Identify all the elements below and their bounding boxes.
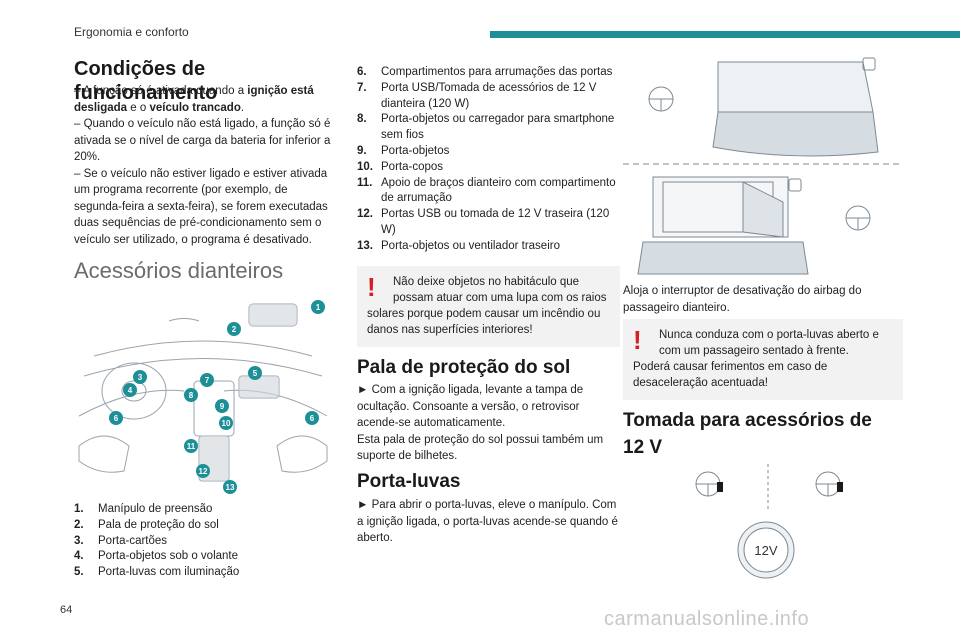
callout-2-label: 2 — [232, 325, 237, 334]
cond-p1-start: – A função só é ativada quando a — [74, 85, 248, 97]
cockpit-diagram: 1 2 3 4 5 6 7 8 9 10 11 12 13 6 — [78, 300, 328, 494]
callout-4 — [123, 383, 137, 397]
cond-p2: – Quando o veículo não está ligado, a fu… — [74, 118, 331, 163]
list-item: 10.Porta-copos — [357, 160, 444, 173]
warning-lens-rest: solares porque podem causar um incêndio … — [367, 308, 601, 336]
list-item: 7.Porta USB/Tomada de acessórios de 12 V… — [357, 81, 597, 110]
sun-visor-p1: ► Com a ignição ligada, levante a tampa … — [357, 384, 584, 429]
page-number: 64 — [60, 604, 73, 616]
cond-p1-mid: e o — [127, 101, 150, 114]
callout-12-label: 12 — [199, 467, 208, 476]
cond-p1-bold2: veículo trancado — [149, 101, 241, 114]
callout-6-right — [305, 411, 319, 425]
list-item: 2.Pala de proteção do sol — [74, 518, 219, 531]
list-item: 1.Manípulo de preensão — [74, 503, 213, 515]
cond-p1-end: . — [240, 101, 245, 114]
callout-5 — [248, 366, 262, 380]
list-item: 9.Porta-objetos — [357, 144, 450, 157]
sun-visor-p2: Esta pala de proteção do sol possui tamb… — [357, 433, 604, 463]
callout-11 — [184, 439, 198, 453]
header-accent-bar — [490, 31, 960, 38]
warning-glovebox-rest: Poderá causar ferimentos em caso de desa… — [633, 361, 828, 389]
callout-9-label: 9 — [220, 402, 225, 411]
callout-7-label: 7 — [205, 376, 210, 385]
watermark: carmanualsonline.info — [604, 608, 810, 630]
callout-1 — [311, 300, 325, 314]
cond-p3: – Se o veículo não estiver ligado e esti… — [74, 167, 328, 246]
callout-11-label: 11 — [187, 442, 196, 451]
socket-marker-right — [837, 482, 843, 492]
callout-8 — [184, 388, 198, 402]
callout-12 — [196, 464, 210, 478]
list-item: 3.Porta-cartões — [74, 534, 168, 547]
section-title-conditions: Condições de funcionamento — [74, 58, 218, 104]
callout-5-label: 5 — [253, 369, 258, 378]
warning-glovebox-line1: Nunca conduza com o porta-luvas aberto e… — [659, 329, 879, 357]
callout-7 — [200, 373, 214, 387]
list-item: 13.Porta-objetos ou ventilador traseiro — [357, 239, 560, 252]
callout-3-label: 3 — [138, 373, 143, 382]
list-item: 4.Porta-objetos sob o volante — [74, 550, 239, 563]
accessories-list-part1: 1.Manípulo de preensão 2.Pala de proteçã… — [74, 502, 332, 581]
conditions-text: – A função só é ativada quando a ignição… — [74, 83, 332, 248]
sun-visor-text: ► Com a ignição ligada, levante a tampa … — [357, 382, 620, 465]
warning-box-lens: ! Não deixe objetos no habitáculo que po… — [357, 266, 620, 347]
callout-6-left — [109, 411, 123, 425]
list-item: 11.Apoio de braços dianteiro com compart… — [357, 176, 616, 205]
airbag-note: Aloja o interruptor de desativação do ai… — [623, 285, 862, 314]
callout-1-label: 1 — [316, 303, 321, 312]
callout-2 — [227, 322, 241, 336]
glovebox-illustration — [623, 57, 903, 275]
callout-4-label: 4 — [128, 386, 133, 395]
callout-10-label: 10 — [222, 419, 231, 428]
warning-icon: ! — [633, 325, 642, 355]
warning-icon: ! — [367, 272, 376, 302]
accessories-list-part2: 6.Compartimentos para arrumações das por… — [357, 65, 620, 255]
warning-lens-line1: Não deixe objetos no habitáculo que poss… — [393, 276, 607, 304]
callout-6-left-label: 6 — [114, 414, 119, 423]
cond-p1-bold1: ignição está desligada — [74, 85, 314, 114]
section-title-accessories: Acessórios dianteiros — [74, 258, 284, 283]
section-title-glovebox: Porta-luvas — [357, 471, 461, 492]
list-item: 8.Porta-objetos ou carregador para smart… — [357, 113, 615, 142]
socket-label: 12V — [754, 543, 777, 558]
list-item: 5.Porta-luvas com iluminação — [74, 566, 240, 579]
callout-3 — [133, 370, 147, 384]
section-title-12v-socket: Tomada para acessórios de 12 V — [623, 410, 872, 458]
socket-illustration: 12V — [695, 464, 843, 579]
glovebox-text: ► Para abrir o porta-luvas, eleve o maní… — [357, 499, 618, 544]
running-header: Ergonomia e conforto — [74, 25, 189, 39]
callout-10 — [219, 416, 233, 430]
callout-6-right-label: 6 — [310, 414, 315, 423]
callout-9 — [215, 399, 229, 413]
section-title-sun-visor: Pala de proteção do sol — [357, 357, 571, 378]
callout-13 — [223, 480, 237, 494]
warning-box-glovebox: ! Nunca conduza com o porta-luvas aberto… — [623, 319, 903, 400]
callout-13-label: 13 — [226, 483, 235, 492]
socket-marker-left — [717, 482, 723, 492]
callout-8-label: 8 — [189, 391, 194, 400]
list-item: 6.Compartimentos para arrumações das por… — [357, 66, 613, 78]
list-item: 12.Portas USB ou tomada de 12 V traseira… — [357, 208, 610, 236]
